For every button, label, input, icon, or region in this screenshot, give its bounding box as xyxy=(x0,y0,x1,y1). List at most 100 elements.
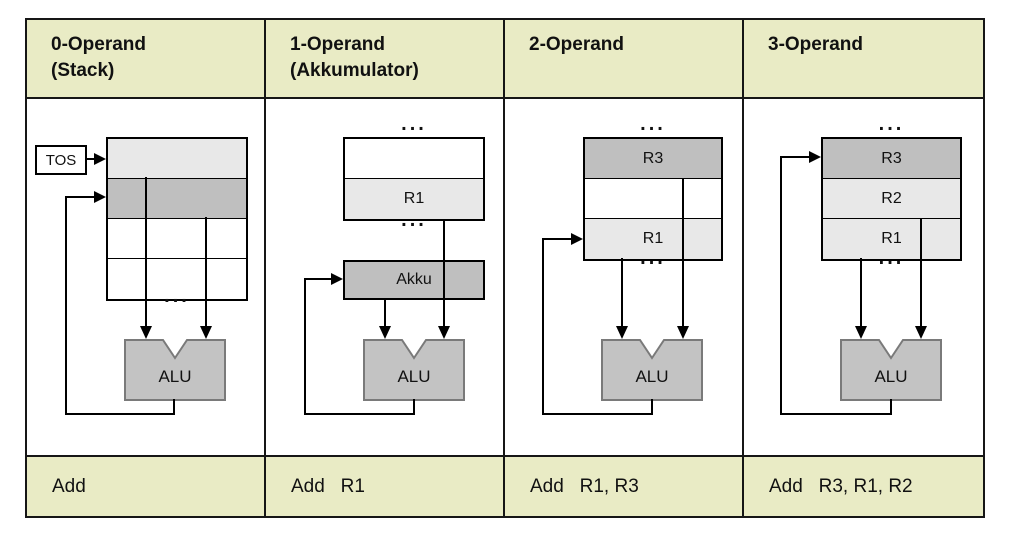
register-file: R1 xyxy=(343,137,485,221)
header-0-operand: 0-Operand (Stack) xyxy=(27,20,266,99)
alu-shape xyxy=(363,339,465,401)
stack-cell xyxy=(108,259,246,299)
instruction-example-two-operand: Add R1, R3 xyxy=(505,455,744,516)
result-feedback-line xyxy=(65,197,67,415)
instruction-example-three-operand: Add R3, R1, R2 xyxy=(744,455,983,516)
result-feedback-arrowhead-icon xyxy=(571,233,583,245)
tos-pointer-arrowhead-icon xyxy=(94,153,106,165)
stack-ellipsis: ... xyxy=(164,285,190,307)
alu-unit: ALU xyxy=(363,339,465,401)
register-r3-cell: R3 xyxy=(585,139,721,179)
operand-a-line xyxy=(145,177,147,327)
register-cell xyxy=(585,179,721,219)
alu-unit: ALU xyxy=(601,339,703,401)
register-ellipsis-top: ... xyxy=(401,113,427,135)
accumulator-architecture-diagram: ... R1 ... Akku ALU xyxy=(266,99,505,455)
result-feedback-line xyxy=(780,413,892,415)
header-line: 2-Operand xyxy=(529,34,625,55)
header-line: (Stack) xyxy=(51,60,115,81)
result-feedback-line xyxy=(780,157,782,415)
header-1-operand: 1-Operand (Akkumulator) xyxy=(266,20,505,99)
stack-architecture-diagram: TOS ... ALU xyxy=(27,99,266,455)
alu-unit: ALU xyxy=(124,339,226,401)
operand-a-arrowhead-icon xyxy=(140,326,152,339)
header-line: (Akkumulator) xyxy=(290,60,419,81)
instruction-example-stack: Add xyxy=(27,455,266,516)
register-cell xyxy=(345,139,483,179)
akku-to-alu-arrowhead-icon xyxy=(379,326,391,339)
result-feedback-arrowhead-icon xyxy=(331,273,343,285)
result-feedback-line xyxy=(542,413,653,415)
comparison-table: 0-Operand (Stack) 1-Operand (Akkumulator… xyxy=(25,18,985,518)
operand-a-arrowhead-icon xyxy=(616,326,628,339)
register-ellipsis-mid: ... xyxy=(878,247,905,269)
operand-b-arrowhead-icon xyxy=(915,326,927,339)
result-feedback-line xyxy=(65,196,95,198)
register-ellipsis-top: ... xyxy=(878,113,905,135)
register-ellipsis-mid: ... xyxy=(640,247,666,269)
result-feedback-arrowhead-icon xyxy=(94,191,106,203)
instruction-text: Add R3, R1, R2 xyxy=(769,475,913,497)
akku-register: Akku xyxy=(343,260,485,300)
operand-b-line xyxy=(443,219,445,327)
operand-b-line xyxy=(920,218,922,327)
stack-cell xyxy=(108,219,246,259)
tos-box: TOS xyxy=(35,145,87,175)
result-feedback-line xyxy=(173,399,175,415)
register-file: R3 R2 R1 xyxy=(821,137,962,261)
operand-a-line xyxy=(621,258,623,327)
header-line: 3-Operand xyxy=(768,34,864,55)
register-file: R3 R1 xyxy=(583,137,723,261)
akku-label: Akku xyxy=(396,271,432,288)
alu-shape xyxy=(124,339,226,401)
result-feedback-line xyxy=(413,399,415,415)
result-feedback-line xyxy=(304,413,415,415)
result-feedback-line xyxy=(780,156,809,158)
operand-a-arrowhead-icon xyxy=(855,326,867,339)
result-feedback-line xyxy=(542,238,571,240)
register-r1-cell: R1 xyxy=(345,179,483,219)
stack-cell-top xyxy=(108,139,246,179)
instruction-text: Add R1 xyxy=(291,475,365,497)
operand-b-line xyxy=(205,217,207,327)
register-ellipsis-mid: ... xyxy=(401,209,427,231)
header-3-operand: 3-Operand xyxy=(744,20,983,99)
register-r1-cell: R1 xyxy=(823,219,960,259)
instruction-text: Add xyxy=(52,475,86,497)
operand-b-line xyxy=(682,178,684,327)
result-feedback-line xyxy=(651,399,653,415)
operand-b-arrowhead-icon xyxy=(677,326,689,339)
header-line: 0-Operand xyxy=(51,34,147,55)
result-feedback-line xyxy=(304,279,306,415)
register-r3-cell: R3 xyxy=(823,139,960,179)
instruction-text: Add R1, R3 xyxy=(530,475,639,497)
operand-a-line xyxy=(860,258,862,327)
tos-pointer-line xyxy=(87,158,96,160)
operand-b-arrowhead-icon xyxy=(438,326,450,339)
alu-shape xyxy=(601,339,703,401)
operand-b-arrowhead-icon xyxy=(200,326,212,339)
two-operand-architecture-diagram: ... R3 R1 ... ALU xyxy=(505,99,744,455)
result-feedback-line xyxy=(890,399,892,415)
alu-label: ALU xyxy=(397,367,431,386)
alu-label: ALU xyxy=(158,367,192,386)
alu-unit: ALU xyxy=(840,339,942,401)
result-feedback-line xyxy=(65,413,175,415)
register-r1-cell: R1 xyxy=(585,219,721,259)
alu-label: ALU xyxy=(635,367,669,386)
instruction-example-accumulator: Add R1 xyxy=(266,455,505,516)
akku-to-alu-line xyxy=(384,300,386,327)
result-feedback-line xyxy=(304,278,332,280)
stack-cell-second xyxy=(108,179,246,219)
operand-stack xyxy=(106,137,248,301)
result-feedback-line xyxy=(542,239,544,415)
register-ellipsis-top: ... xyxy=(640,113,666,135)
tos-label: TOS xyxy=(45,151,77,169)
alu-shape xyxy=(840,339,942,401)
result-feedback-arrowhead-icon xyxy=(809,151,821,163)
header-line: 1-Operand xyxy=(290,34,386,55)
three-operand-architecture-diagram: ... R3 R2 R1 ... ALU xyxy=(744,99,983,455)
alu-label: ALU xyxy=(874,367,908,386)
header-2-operand: 2-Operand xyxy=(505,20,744,99)
